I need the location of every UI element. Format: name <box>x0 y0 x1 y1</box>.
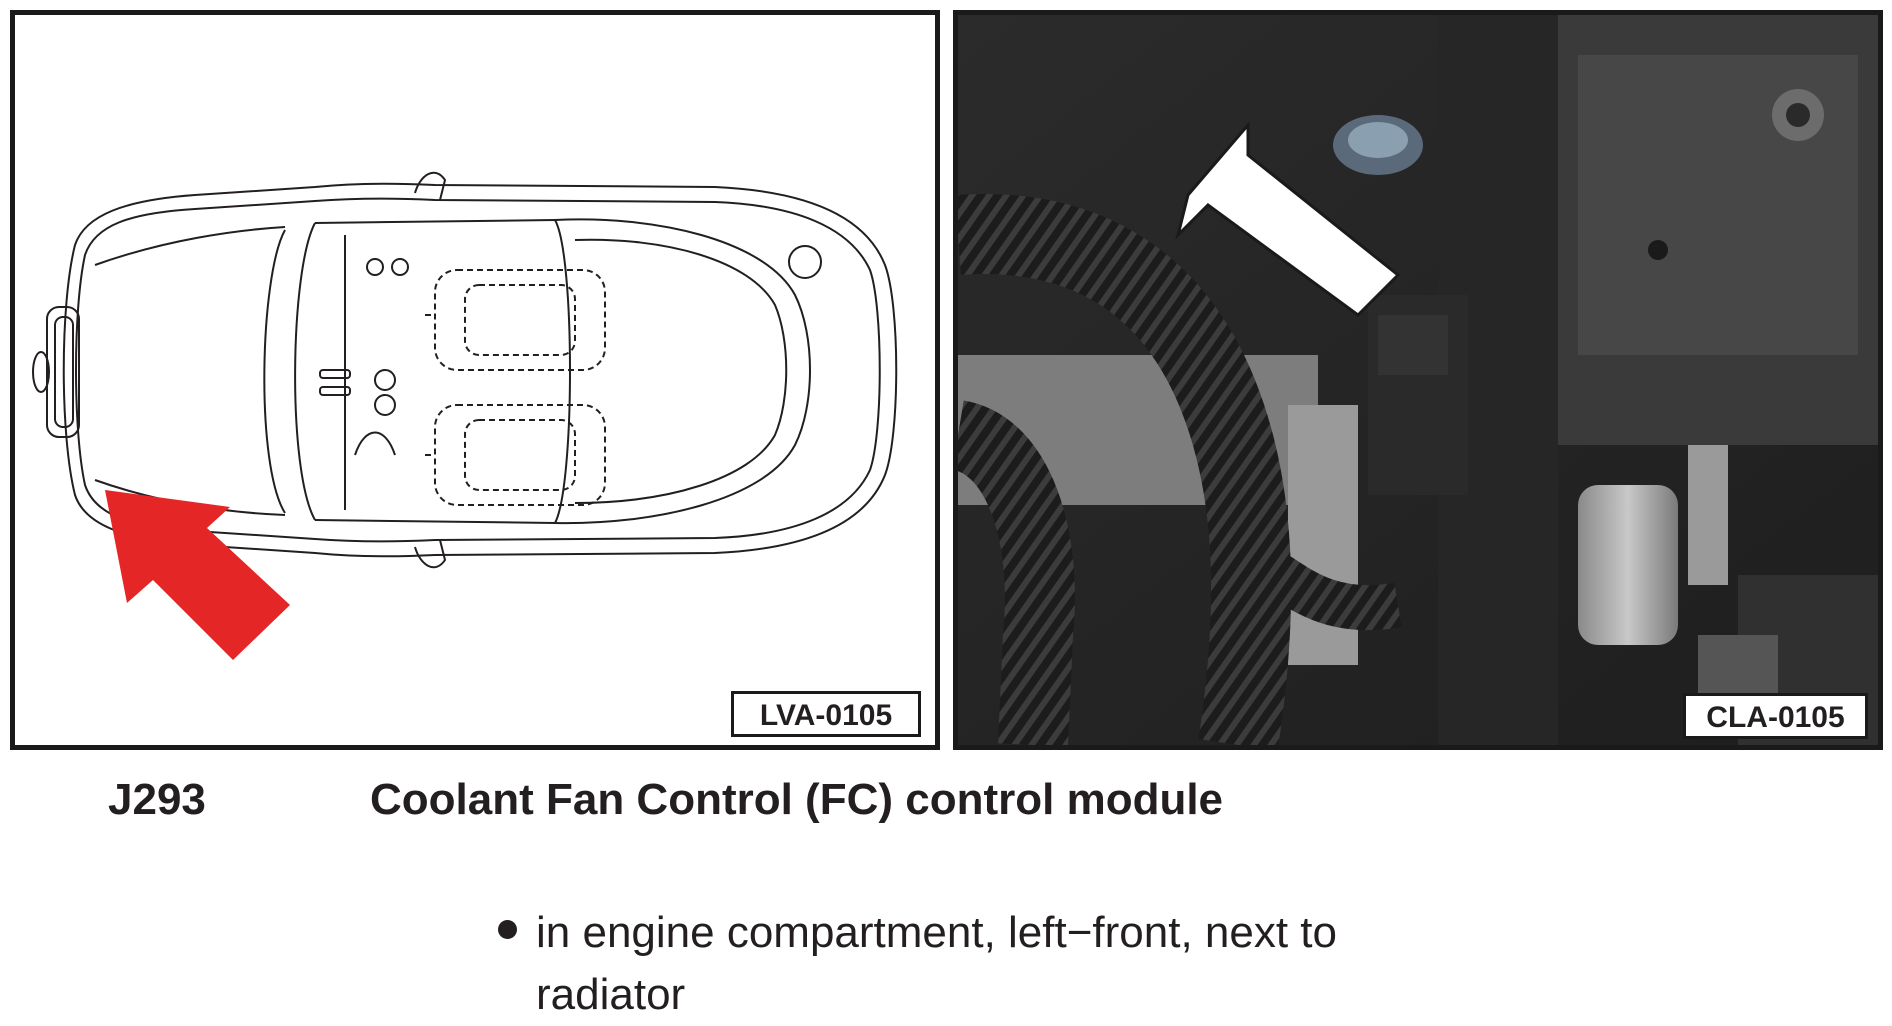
location-list-item: in engine compartment, left−front, next … <box>498 902 1498 1026</box>
location-arrow-photo <box>1175 120 1401 317</box>
figure-reference-label: LVA-0105 <box>731 691 921 737</box>
component-code: J293 <box>108 775 206 824</box>
vehicle-top-view-diagram: LVA-0105 <box>10 10 940 750</box>
engine-photo-illustration <box>958 15 1878 745</box>
location-text: in engine compartment, left−front, next … <box>536 908 1338 1019</box>
bullet-icon <box>498 920 517 939</box>
figure-reference-label: CLA-0105 <box>1683 693 1868 739</box>
component-name: Coolant Fan Control (FC) control module <box>370 775 1224 824</box>
engine-compartment-photo: CLA-0105 <box>953 10 1883 750</box>
location-arrow <box>105 490 290 660</box>
vehicle-outline-drawing <box>32 171 898 660</box>
